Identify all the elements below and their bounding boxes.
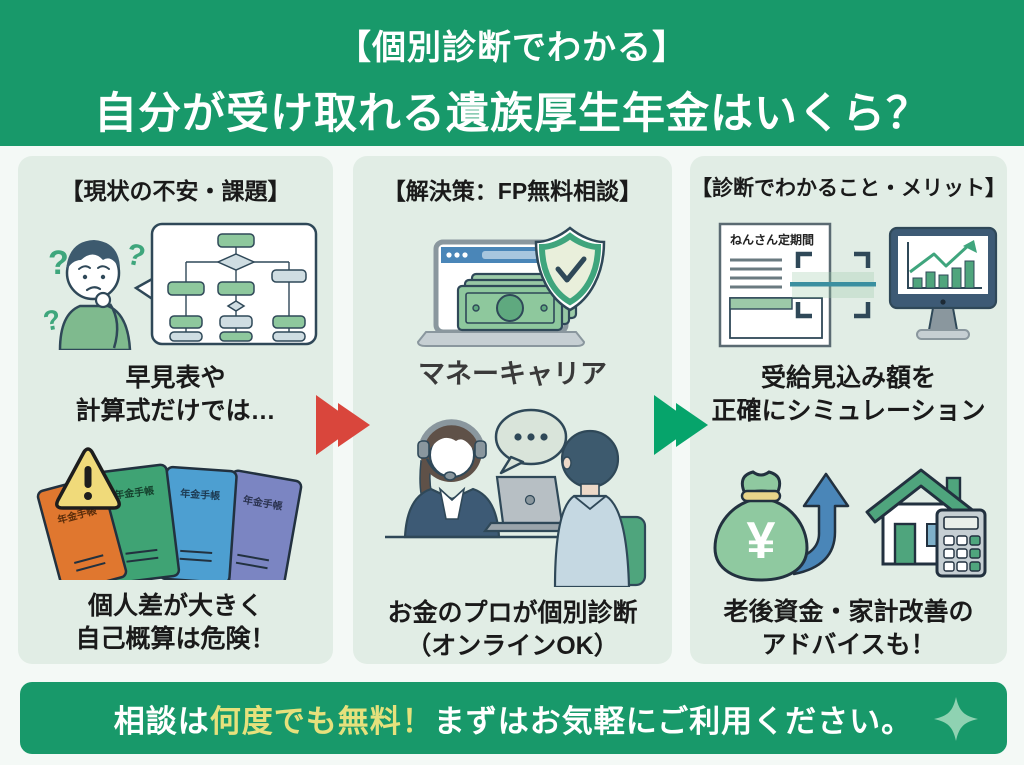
problem-caption-1: 早見表や 計算式だけでは… [75,364,276,425]
panel-solution-title: 【解決策：FP無料相談】 [382,178,643,204]
panel-problem: 【現状の不安・課題】 ? ? ? [18,156,333,664]
chart-monitor-icon [888,226,997,340]
consultation-illustration [384,408,646,587]
calculator-icon [935,508,986,578]
savings-house-illustration: ¥ [712,468,986,582]
problem-caption-2: 個人差が大きく 自己概算は危険！ [75,592,276,653]
document-title: ねんさん定期間 [730,232,814,247]
panel-problem-title: 【現状の不安・課題】 [60,178,291,204]
next-step-arrow-green-icon [654,395,708,455]
next-step-arrow-red-icon [316,395,370,455]
shield-check-icon [534,226,605,312]
worried-person-icon [58,240,131,350]
brand-name: マネーキャリア [418,359,607,389]
money-bag-icon: ¥ [712,470,809,582]
benefits-caption-1: 受給見込み額を 正確にシミュレーション [711,364,986,425]
laptop-money-shield-illustration [416,226,605,347]
question-mark-icon: ? [123,238,148,274]
footer-highlight: 何度でも無料！ [209,703,434,739]
yen-symbol: ¥ [746,512,775,570]
pension-booklets-illustration: 年金手帳 年金手帳 年金手帳 年金手帳 [36,447,302,580]
footer-message: 相談は何度でも無料！まずはお気軽にご利用ください。 [114,696,913,741]
benefits-caption-2: 老後資金・家計改善の アドバイスも！ [723,598,974,659]
chat-bubble-icon [494,408,567,475]
header-title-line2: 自分が受け取れる遺族厚生年金はいくら？ [94,90,930,138]
solution-caption: お金のプロが個別診断 （オンラインOK） [387,599,638,660]
panel-solution: 【解決策：FP無料相談】 マネーキャリア [353,156,672,664]
header-banner: 【個別診断でわかる】 自分が受け取れる遺族厚生年金はいくら？ [0,0,1024,146]
panel-benefits: 【診断でわかること・メリット】 ねんさん定期間 [690,156,1007,664]
question-mark-icon: ? [40,303,62,337]
flowchart-speech-bubble-icon [133,222,317,346]
scan-frame-icon [789,251,876,319]
warning-icon [54,447,121,510]
client-icon [553,429,630,587]
worried-person-flowchart-illustration: ? ? ? [40,222,317,350]
fp-advisor-icon [403,419,500,539]
header-title-line1: 【個別診断でわかる】 [337,29,687,67]
footer-text-2: まずはお気軽にご利用ください。 [433,703,914,739]
growth-arrow-icon [788,472,849,576]
sparkle-icon [934,697,978,741]
question-mark-icon: ? [48,244,69,282]
footer-text-1: 相談は [113,703,210,739]
panel-benefits-title: 【診断でわかること・メリット】 [691,177,1006,200]
document-scan-monitor-illustration: ねんさん定期間 [718,222,997,348]
footer-cta-banner: 相談は何度でも無料！まずはお気軽にご利用ください。 [20,682,1007,754]
svg-text:年金手帳: 年金手帳 [179,487,220,503]
